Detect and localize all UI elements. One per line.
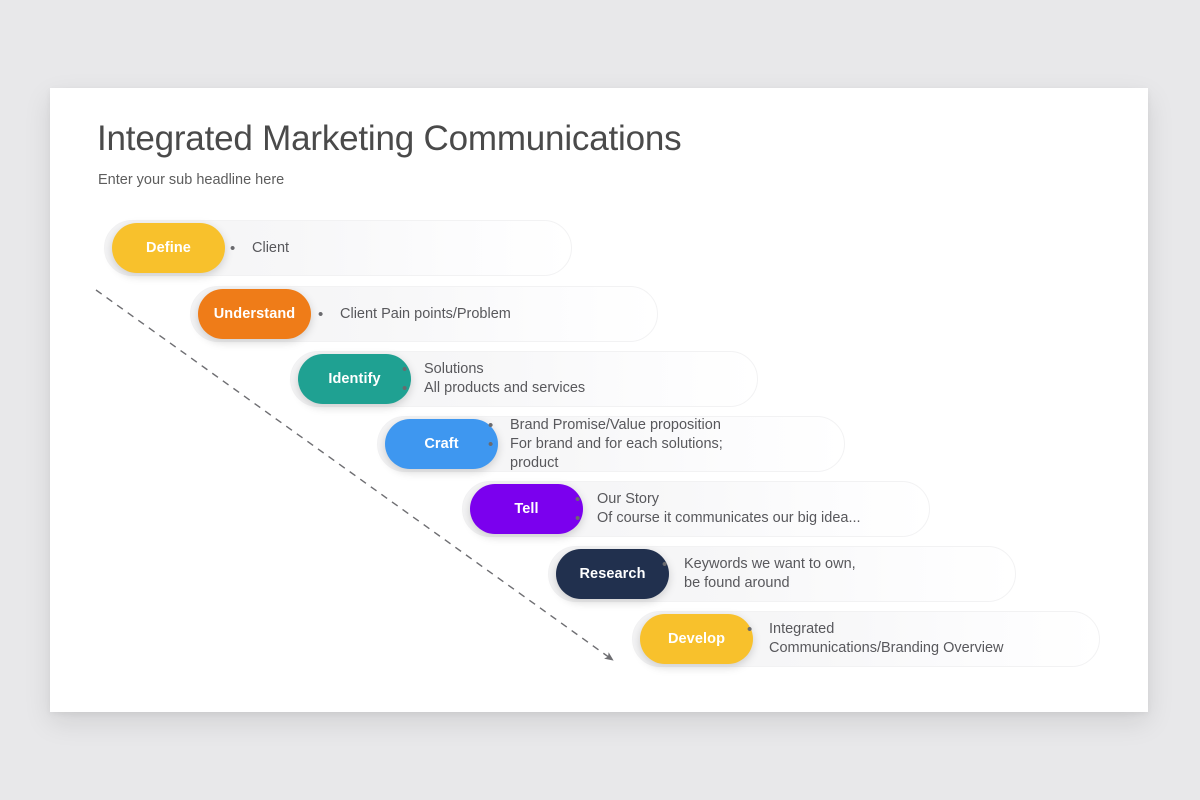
stage-row[interactable]: Tell• Our Story • Of course it communicates… (462, 481, 930, 537)
stage-points-list: • Integrated Communications/Branding Over… (747, 611, 1004, 667)
stage-label-pill[interactable]: Define (112, 223, 225, 273)
stage-points-list: • Client (230, 220, 289, 276)
stage-point-text: Keywords we want to own, be found around (684, 556, 856, 591)
stage-points-list: • Client Pain points/Problem (318, 286, 511, 342)
stage-label-pill[interactable]: Tell (470, 484, 583, 534)
stage-point: • Solutions (402, 360, 585, 379)
stage-label-pill[interactable]: Identify (298, 354, 411, 404)
stage-point-text: Of course it communicates our big idea..… (597, 510, 861, 526)
bullet-icon: • (402, 380, 408, 397)
stage-point: • Client (230, 239, 289, 258)
stage-points-list: • Solutions • All products and services (402, 351, 585, 407)
stage-row[interactable]: Develop• Integrated Communications/Brandi… (632, 611, 1100, 667)
stage-point: • For brand and for each solutions; produ… (488, 435, 723, 473)
stage-point-text: For brand and for each solutions; produc… (510, 435, 723, 471)
bullet-icon: • (747, 621, 753, 638)
page-subtitle: Enter your sub headline here (98, 172, 285, 188)
stage-point-text: Integrated Communications/Branding Overv… (769, 621, 1004, 656)
stage-point: • Integrated Communications/Branding Over… (747, 620, 1004, 658)
bullet-icon: • (488, 435, 494, 453)
stage-row[interactable]: Identify• Solutions • All products and serv… (290, 351, 758, 407)
stage-point-text: Client (252, 239, 290, 256)
stage-point-text: Our Story (597, 491, 660, 507)
stage-label-pill[interactable]: Research (556, 549, 669, 599)
bullet-icon: • (662, 556, 668, 573)
stage-point: • Of course it communicates our big idea.… (575, 509, 861, 528)
stage-label-pill[interactable]: Develop (640, 614, 753, 664)
stage-points-list: • Our Story • Of course it communicates our… (575, 481, 861, 537)
bullet-icon: • (402, 361, 408, 378)
stage-points-list: • Brand Promise/Value proposition • For bra… (488, 416, 723, 472)
page-title: Integrated Marketing Communications (97, 119, 682, 158)
stage-row[interactable]: Understand • Client Pain points/Problem (190, 286, 658, 342)
bullet-icon: • (318, 305, 324, 323)
stage-label-pill[interactable]: Understand (198, 289, 311, 339)
stage-points-list: • Keywords we want to own, be found aroun… (662, 546, 856, 602)
stage-point: • Brand Promise/Value proposition (488, 416, 723, 435)
stage-point-text: All products and services (424, 380, 586, 396)
stage-point: • Our Story (575, 490, 861, 509)
stage-row[interactable]: Define • Client (104, 220, 572, 276)
bullet-icon: • (488, 416, 494, 434)
stage-point: • All products and services (402, 379, 585, 398)
stage-label-pill[interactable]: Craft (385, 419, 498, 469)
bullet-icon: • (230, 239, 236, 257)
stage-point-text: Brand Promise/Value proposition (510, 416, 721, 433)
slide-card: Integrated Marketing Communications Ente… (50, 88, 1148, 712)
stage-point-text: Solutions (424, 361, 484, 377)
bullet-icon: • (575, 491, 581, 508)
stage-row[interactable]: Research• Keywords we want to own, be fou… (548, 546, 1016, 602)
stage-row[interactable]: Craft• Brand Promise/Value proposition • Fo… (377, 416, 845, 472)
stage-point: • Client Pain points/Problem (318, 305, 511, 324)
stage-point-text: Client Pain points/Problem (340, 305, 511, 322)
stage-point: • Keywords we want to own, be found aroun… (662, 555, 856, 593)
bullet-icon: • (575, 510, 581, 527)
